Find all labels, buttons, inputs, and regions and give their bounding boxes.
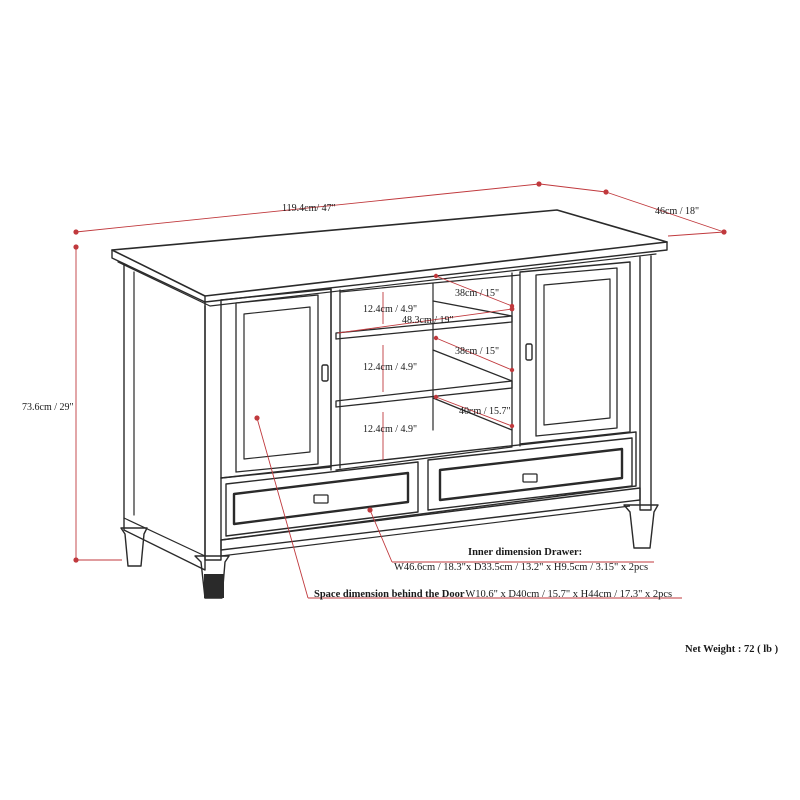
shelf-width-line [337, 308, 513, 334]
shelf-gap-top-label: 12.4cm / 4.9" [363, 304, 417, 315]
shelf-depth-top-label: 38cm / 15" [455, 288, 499, 299]
shelf-depth-bottom-label: 40cm / 15.7" [459, 406, 511, 417]
drawer-value: W46.6cm / 18.3"x D33.5cm / 13.2" x H9.5c… [394, 562, 648, 573]
height-marker-top [73, 244, 79, 250]
door-value: : W10.6" x D40cm / 15.7" x H44cm / 17.3"… [460, 589, 672, 600]
shelf-depth-top-marker-front [509, 303, 515, 309]
shelf-3 [335, 397, 513, 471]
shelf-2 [335, 349, 513, 408]
top-surface [111, 209, 668, 297]
depth-extension-line [539, 183, 607, 193]
drawer-title: Inner dimension Drawer: [468, 547, 582, 558]
shelf-1 [335, 300, 513, 340]
shelf-depth-mid-line [435, 337, 513, 371]
apron [117, 253, 657, 307]
width-label: 119.4cm/ 47" [282, 203, 336, 214]
depth-marker-back [603, 189, 609, 195]
left-door-panel [243, 306, 311, 460]
right-door-frame [519, 261, 631, 445]
door-leader-line [256, 417, 309, 599]
depth-dimension-line [605, 191, 725, 233]
width-marker-left [73, 229, 79, 235]
left-door-outer [235, 294, 319, 473]
notes: Inner dimension Drawer: W46.6cm / 18.3"x… [314, 547, 779, 655]
net-weight: Net Weight : 72 ( lb ) [685, 644, 779, 655]
right-door-panel [543, 278, 611, 426]
left-drawer-face [232, 471, 410, 526]
door-label: Space dimension behind the Door [314, 589, 465, 600]
left-door-frame [220, 288, 332, 479]
shelf-depth-mid-marker-front [509, 367, 515, 373]
tv-stand-drawing [111, 209, 668, 599]
shelf-back [339, 274, 521, 431]
right-door-handle [525, 343, 533, 361]
dimension-lines [73, 181, 727, 599]
depth-leader [667, 231, 725, 237]
right-drawer-handle [522, 473, 538, 483]
shelf-depth-top-line [435, 275, 513, 307]
shelf-depth-top-marker-back [433, 273, 439, 279]
right-foot [623, 504, 659, 549]
left-side-inset [123, 271, 206, 557]
left-door-handle [321, 364, 329, 382]
shelf-depth-bottom-marker-back [433, 394, 439, 400]
right-drawer-face [438, 447, 624, 502]
left-back-foot [120, 527, 148, 567]
right-drawer-front [427, 437, 633, 511]
shelf-gap-bottom-label: 12.4cm / 4.9" [363, 424, 417, 435]
shelf-depth-mid-marker-back [433, 335, 439, 341]
right-door-outer [535, 267, 618, 437]
shelf-gap-mid-label: 12.4cm / 4.9" [363, 362, 417, 373]
drawer-leader-line [369, 509, 393, 563]
width-dimension-line [75, 183, 540, 233]
width-marker-right [536, 181, 542, 187]
left-front-foot-cap [204, 574, 224, 598]
bottom-rail [220, 487, 641, 551]
left-front-leg [204, 299, 222, 561]
shelf-depth-bottom-line [435, 396, 513, 427]
shelf-depth-mid-label: 38cm / 15" [455, 346, 499, 357]
shelf-width-label: 48.3cm / 19" [402, 315, 454, 326]
shelf-opening-right-post [511, 271, 521, 447]
shelf-opening-left-post [330, 288, 341, 471]
shelf-depth-bottom-marker-front [509, 423, 515, 429]
right-leg [639, 255, 652, 511]
height-label: 73.6cm / 29" [22, 402, 74, 413]
left-drawer-handle [313, 494, 329, 504]
dimension-labels: 119.4cm/ 47" 46cm / 18" 73.6cm / 29" 38c… [22, 203, 699, 435]
drawer-housing [220, 431, 637, 541]
bottom-rail-lower [220, 505, 631, 557]
left-drawer-front [225, 461, 419, 537]
depth-label: 46cm / 18" [655, 206, 699, 217]
